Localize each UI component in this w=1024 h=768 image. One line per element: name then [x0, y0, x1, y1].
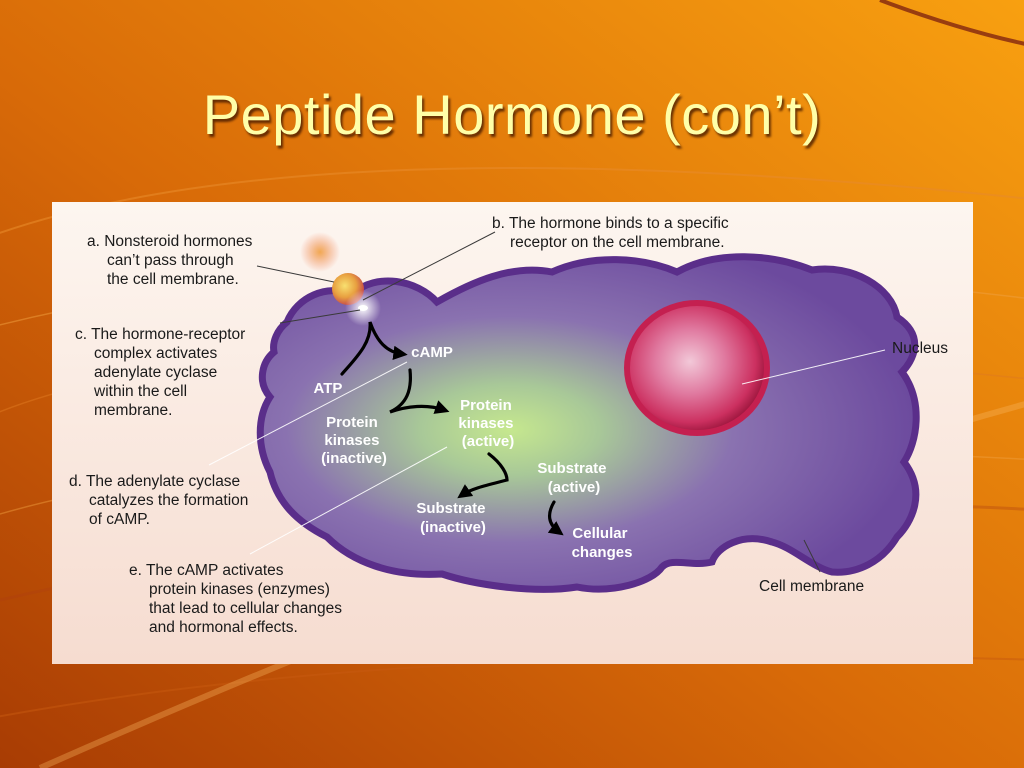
label-d: d. The adenylate cyclase catalyzes the f… — [69, 473, 253, 528]
leader-line-b — [362, 231, 496, 301]
leader-line-c — [279, 309, 361, 324]
label-substrate-active: Substrate (active) — [537, 460, 610, 496]
label-a: a. Nonsteroid hormones can’t pass throug… — [87, 233, 257, 288]
leader-line-a — [256, 265, 335, 283]
slide-title: Peptide Hormone (con’t) — [202, 83, 822, 146]
label-b: b. The hormone binds to a specific recep… — [492, 215, 733, 251]
arrow-substrate-activation — [457, 452, 509, 499]
leader-line-nucleus — [741, 349, 886, 385]
label-substrate-inactive: Substrate (inactive) — [416, 500, 489, 536]
signaling-figure: a. Nonsteroid hormones can’t pass throug… — [52, 202, 973, 664]
label-cell-membrane: Cell membrane — [759, 578, 864, 595]
label-protein-kinases-active: Protein kinases (active) — [458, 397, 517, 450]
label-atp: ATP — [314, 380, 343, 397]
label-c: c. The hormone-receptor complex activate… — [75, 326, 250, 419]
arrow-kinase-activation — [389, 368, 450, 414]
label-cellular-changes: Cellular changes — [572, 525, 633, 561]
leader-line-e — [249, 446, 448, 555]
membrane-receptor — [358, 305, 368, 311]
peptide-hormone-diagram: a. Nonsteroid hormones can’t pass throug… — [52, 202, 973, 664]
label-camp: cAMP — [411, 344, 453, 361]
label-nucleus: Nucleus — [892, 340, 948, 357]
arrow-to-cellular-changes — [547, 500, 564, 536]
nucleus — [624, 300, 770, 436]
leader-line-d — [208, 361, 408, 466]
hormone-fading — [300, 232, 340, 272]
arrow-atp-to-camp — [340, 321, 408, 376]
label-protein-kinases-inactive: Protein kinases (inactive) — [321, 414, 387, 467]
leader-line-membrane — [803, 539, 821, 573]
label-e: e. The cAMP activates protein kinases (e… — [129, 562, 346, 636]
